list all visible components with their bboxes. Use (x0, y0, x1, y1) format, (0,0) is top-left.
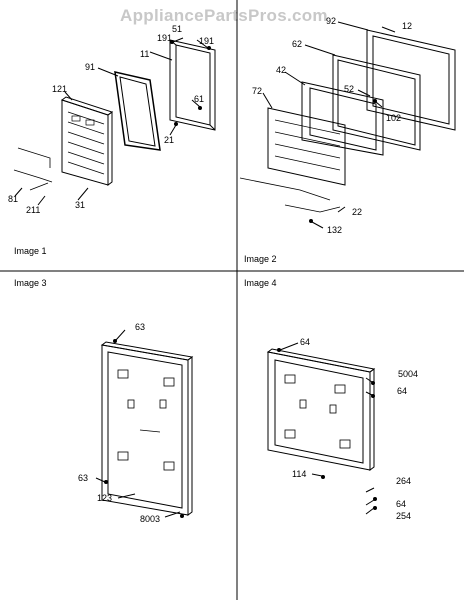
callout: 132 (327, 225, 342, 235)
callouts-image-1: 121 91 11 191 51 191 61 21 81 211 31 (8, 24, 214, 215)
callout: 92 (326, 16, 336, 26)
callout: 191 (157, 33, 172, 43)
panel-caption: Image 2 (244, 254, 277, 264)
callout: 64 (396, 499, 406, 509)
door-frame-4-outer (267, 351, 371, 471)
callout: 31 (75, 200, 85, 210)
callout: 5004 (398, 369, 418, 379)
callout: 121 (52, 84, 67, 94)
callout: 8003 (140, 514, 160, 524)
callout: 102 (386, 113, 401, 123)
callout: 62 (292, 39, 302, 49)
panel-caption: Image 1 (14, 246, 47, 256)
callout: 63 (78, 473, 88, 483)
watermark-text: AppliancePartsPros.com (120, 6, 328, 25)
door-72 (267, 107, 346, 186)
gasket-frame-11 (169, 39, 216, 131)
image-4-drawing (266, 342, 377, 515)
gasket-62 (332, 54, 421, 151)
panel-caption: Image 4 (244, 278, 277, 288)
callouts-image-3: 63 63 123 8003 (78, 322, 160, 524)
image-2-drawing (239, 21, 456, 229)
callout: 72 (252, 86, 262, 96)
callout: 264 (396, 476, 411, 486)
callout: 63 (135, 322, 145, 332)
liner-42 (301, 81, 384, 156)
frame-12 (366, 29, 456, 131)
door-frame-3-outer (101, 344, 189, 516)
door-liner-91 (114, 71, 161, 151)
callout: 21 (164, 135, 174, 145)
callout: 61 (194, 94, 204, 104)
callout: 211 (26, 205, 40, 215)
callout: 64 (300, 337, 310, 347)
callout: 191 (199, 36, 214, 46)
callout: 123 (97, 493, 112, 503)
callout: 64 (397, 386, 407, 396)
image-1-drawing (13, 37, 216, 206)
callouts-image-4: 64 5004 64 114 264 64 254 (292, 337, 418, 521)
callout: 81 (8, 194, 18, 204)
image-3-drawing (95, 329, 194, 518)
callout: 91 (85, 62, 95, 72)
callout: 51 (172, 24, 182, 34)
callout: 254 (396, 511, 411, 521)
panel-caption: Image 3 (14, 278, 47, 288)
callout: 11 (140, 49, 149, 59)
callout: 22 (352, 207, 362, 217)
callout: 52 (344, 84, 354, 94)
callouts-image-2: 92 12 62 42 52 72 102 22 132 (252, 16, 412, 235)
callout: 12 (402, 21, 412, 31)
callout: 42 (276, 65, 286, 75)
callout: 114 (292, 469, 306, 479)
